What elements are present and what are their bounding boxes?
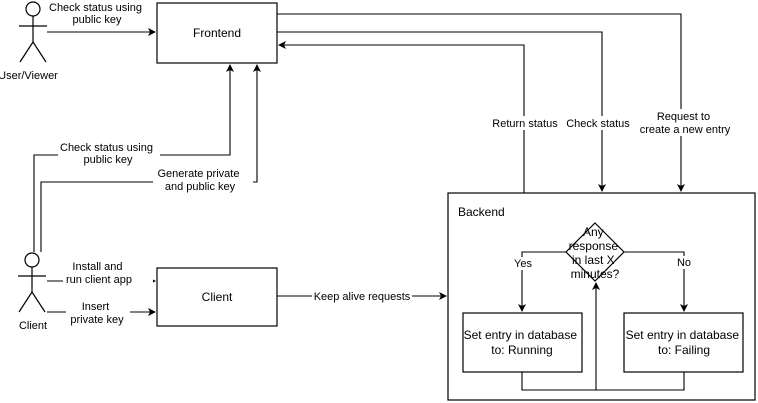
svg-text:Request to create a new: Request to create a new entry	[640, 111, 731, 136]
svg-text:Generate private and pub: Generate private and public key	[158, 168, 243, 193]
user-viewer-actor	[19, 1, 47, 63]
svg-text:No: No	[677, 257, 691, 269]
edge-generate-keys	[40, 64, 261, 252]
set-failing-label: Set entry in database to: Failing	[626, 328, 743, 357]
client-actor	[18, 252, 46, 313]
edge-decision-yes	[518, 251, 566, 312]
svg-text:Check status using publi: Check status using public key	[60, 142, 156, 166]
edge-label-keep-alive: Keep alive requests	[312, 289, 412, 303]
svg-text:Keep alive requests: Keep alive requests	[314, 291, 411, 303]
client-app-box	[156, 267, 278, 327]
svg-text:Install and run client a: Install and run client app	[66, 261, 132, 286]
svg-text:Insert private key: Insert private key	[70, 301, 124, 326]
edge-decision-no	[624, 251, 688, 312]
svg-text:Check status using publi: Check status using public key	[49, 2, 145, 26]
edge-label-install: Install and run client app	[63, 259, 153, 286]
edge-label-insert-key: Insert private key	[66, 299, 130, 326]
edge-label-check-status: Check status	[563, 116, 633, 130]
edge-return-status	[278, 41, 525, 193]
edge-label-generate-keys: Generate private and public key	[153, 167, 253, 193]
decision-line: Any	[583, 225, 604, 239]
edge-label-create-entry: Request to create a new entry	[637, 109, 734, 136]
edge-label-user-check: Check status using public key	[48, 0, 148, 26]
user-viewer-label: User/Viewer	[0, 70, 58, 82]
frontend-box	[156, 2, 278, 64]
frontend-label: Frontend	[193, 26, 241, 40]
set-failing-box	[623, 312, 744, 373]
client-app-label: Client	[202, 290, 233, 304]
edge-label-return-status: Return status	[490, 116, 560, 130]
decision-diamond	[565, 222, 625, 282]
decision-line: response	[569, 239, 619, 253]
decision-line: minutes?	[571, 267, 620, 281]
edge-label-client-check: Check status using public key	[58, 141, 160, 167]
edge-label-yes: Yes	[512, 257, 534, 270]
svg-text:Yes: Yes	[514, 258, 532, 270]
backend-label: Backend	[458, 205, 505, 219]
edge-label-no: No	[675, 256, 693, 269]
svg-text:Check status: Check status	[566, 118, 630, 130]
decision-text: Any response in last X minutes?	[569, 225, 622, 281]
edge-create-entry	[277, 13, 685, 192]
decision-line: in last X	[572, 253, 615, 267]
svg-text:Return status: Return status	[492, 118, 558, 130]
edge-loop-bottom	[521, 372, 685, 391]
client-actor-label: Client	[19, 320, 47, 332]
edge-check-status	[277, 31, 606, 192]
set-running-label: Set entry in database to: Running	[464, 328, 581, 357]
